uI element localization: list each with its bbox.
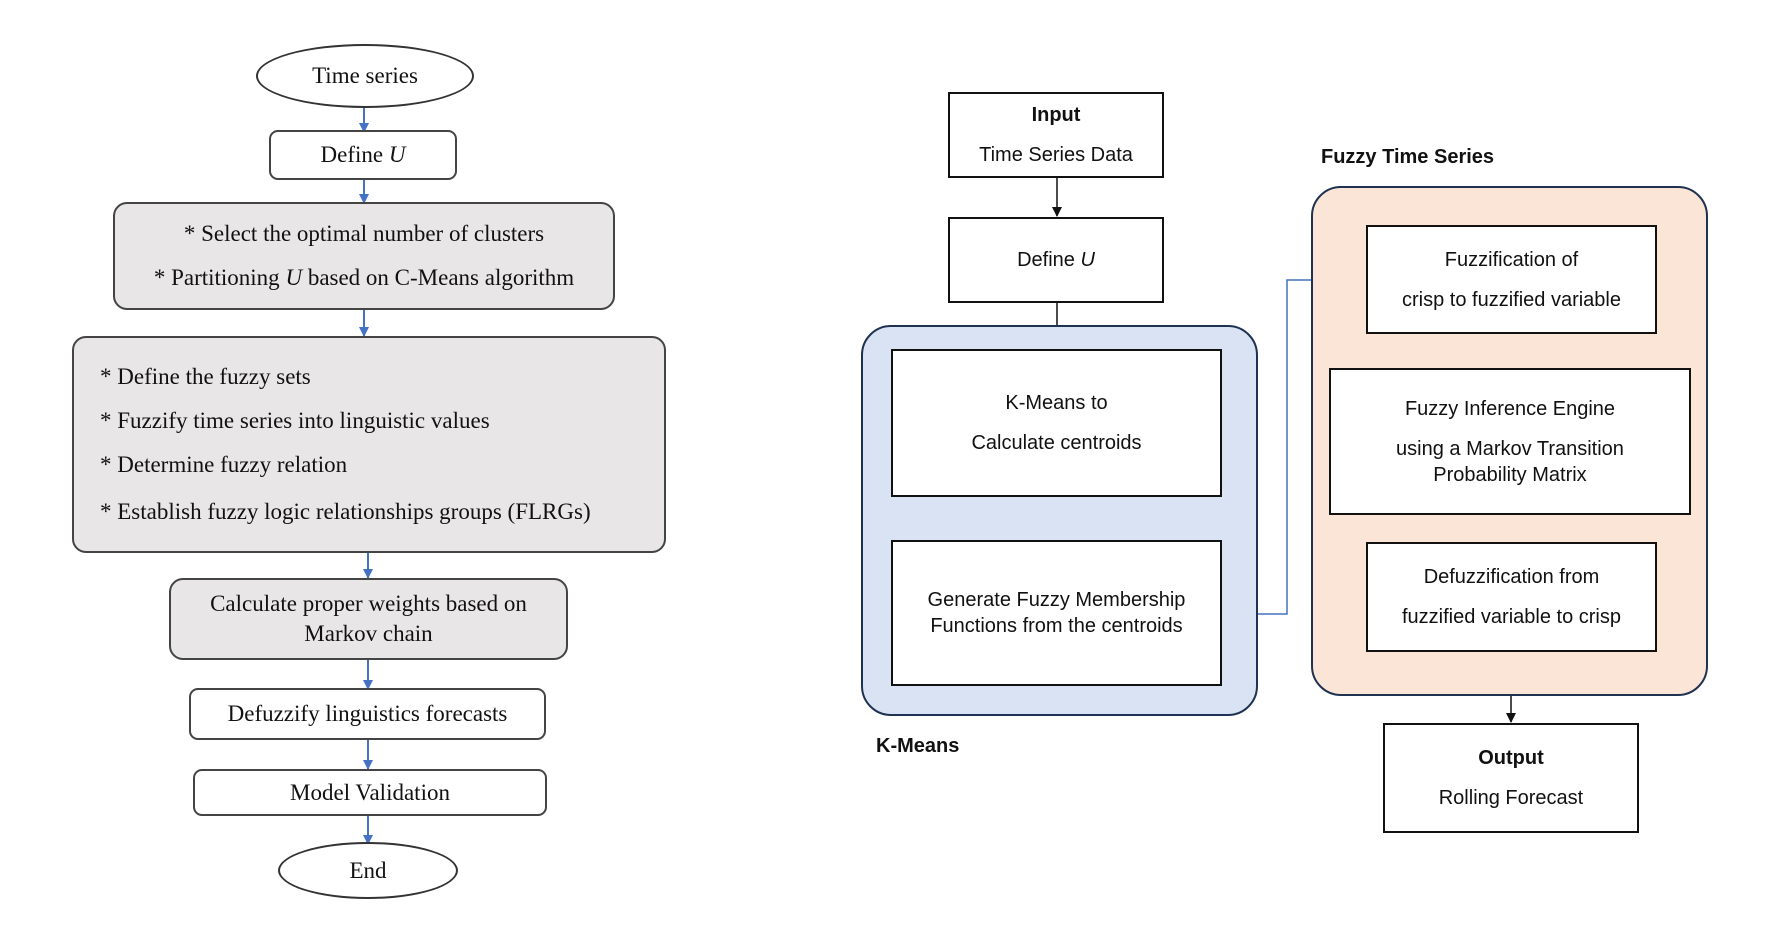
fuzzy-step-2: * Fuzzify time series into linguistic va… <box>100 407 490 433</box>
defuzzification-line-2: fuzzified variable to crisp <box>1402 606 1621 628</box>
weights-line-1: Calculate proper weights based on <box>210 591 527 617</box>
start-label: Time series <box>312 63 418 88</box>
inference-line-1: Fuzzy Inference Engine <box>1404 397 1616 420</box>
fuzzification-box: Fuzzification of crisp to fuzzified vari… <box>1366 225 1657 334</box>
defuzzification-line-1: Defuzzification from <box>1423 566 1600 588</box>
input-box: Input Time Series Data <box>948 92 1164 178</box>
kmeans-line-1: K-Means to <box>1005 392 1108 414</box>
fts-group-label: Fuzzy Time Series <box>1321 146 1495 168</box>
fuzzy-step-1: * Define the fuzzy sets <box>100 363 311 389</box>
fuzzification-line-2: crisp to fuzzified variable <box>1402 288 1621 311</box>
fuzzification-line-1: Fuzzification of <box>1444 248 1579 271</box>
fuzzy-step-3: * Determine fuzzy relation <box>100 451 348 477</box>
output-title: Output <box>1478 747 1544 769</box>
end-label: End <box>349 857 387 883</box>
kmeans-centroids-box: K-Means to Calculate centroids <box>891 349 1222 497</box>
validation-label: Model Validation <box>290 779 450 805</box>
markov-weights-box: Calculate proper weights based on Markov… <box>169 578 568 660</box>
input-text: Time Series Data <box>979 144 1133 166</box>
inference-line-2: using a Markov Transition <box>1396 437 1624 460</box>
fuzzy-step-4: * Establish fuzzy logic relationships gr… <box>100 499 591 525</box>
clusters-line-2: * Partitioning U based on C-Means algori… <box>153 265 575 290</box>
start-terminal: Time series <box>256 44 474 108</box>
input-title: Input <box>1031 104 1081 126</box>
clusters-line-1: * Select the optimal number of clusters <box>183 221 545 247</box>
validation-box: Model Validation <box>193 769 547 816</box>
fuzzy-steps-box: * Define the fuzzy sets * Fuzzify time s… <box>72 336 666 553</box>
define-u-box-right: Define U <box>948 217 1164 303</box>
output-text: Rolling Forecast <box>1438 787 1584 809</box>
define-u-right-label: Define U <box>1017 248 1095 271</box>
weights-line-2: Markov chain <box>304 621 433 646</box>
end-terminal: End <box>278 842 458 899</box>
define-u-box-left: Define U <box>269 130 457 180</box>
clustering-box: * Select the optimal number of clusters … <box>113 202 615 310</box>
membership-functions-box: Generate Fuzzy Membership Functions from… <box>891 540 1222 686</box>
membership-line-1: Generate Fuzzy Membership <box>927 589 1186 611</box>
defuzzify-label: Defuzzify linguistics forecasts <box>227 701 508 726</box>
defuzzification-box: Defuzzification from fuzzified variable … <box>1366 542 1657 652</box>
inference-line-3: Probability Matrix <box>1433 463 1587 486</box>
defuzzify-box: Defuzzify linguistics forecasts <box>189 688 546 740</box>
inference-engine-box: Fuzzy Inference Engine using a Markov Tr… <box>1329 368 1691 515</box>
output-box: Output Rolling Forecast <box>1383 723 1639 833</box>
membership-line-2: Functions from the centroids <box>930 615 1183 637</box>
kmeans-group-label: K-Means <box>876 735 960 757</box>
kmeans-line-2: Calculate centroids <box>971 432 1142 454</box>
define-u-label: Define U <box>320 142 406 167</box>
